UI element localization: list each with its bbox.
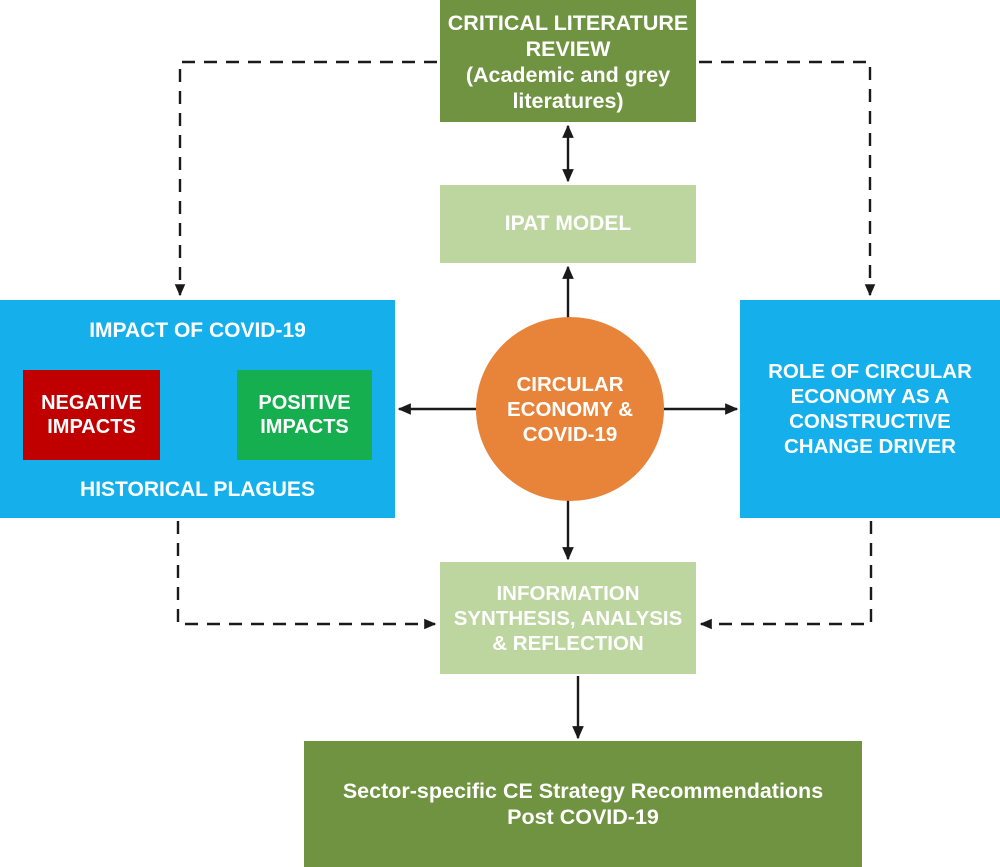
node-circular-economy-covid[interactable]: CIRCULAR ECONOMY & COVID-19 (506, 372, 634, 446)
connector-impact-covid-to-information-synthesis (176, 521, 437, 630)
node-sector-recommendations[interactable]: Sector-specific CE Strategy Recommendati… (304, 741, 862, 867)
impact-of-covid-header: IMPACT OF COVID-19 (89, 319, 306, 342)
node-critical-literature-review[interactable]: CRITICAL LITERATURE REVIEW (Academic and… (440, 0, 696, 122)
node-ipat-model[interactable]: IPAT MODEL (440, 185, 696, 263)
node-information-synthesis[interactable]: INFORMATION SYNTHESIS, ANALYSIS & REFLEC… (440, 562, 696, 674)
connector-role-ce-to-information-synthesis (699, 521, 873, 630)
connector-lit-review-to-role-ce (699, 60, 876, 297)
node-positive-impacts[interactable]: POSITIVE IMPACTS (237, 370, 372, 460)
node-role-of-circular-economy[interactable]: ROLE OF CIRCULAR ECONOMY AS A CONSTRUCTI… (740, 300, 1000, 518)
node-circular-economy-covid-ellipse[interactable] (470, 311, 670, 507)
historical-plagues-label: HISTORICAL PLAGUES (80, 478, 315, 501)
node-negative-impacts[interactable]: NEGATIVE IMPACTS (23, 370, 160, 460)
connector-lit-review-to-impact-covid (174, 60, 437, 297)
